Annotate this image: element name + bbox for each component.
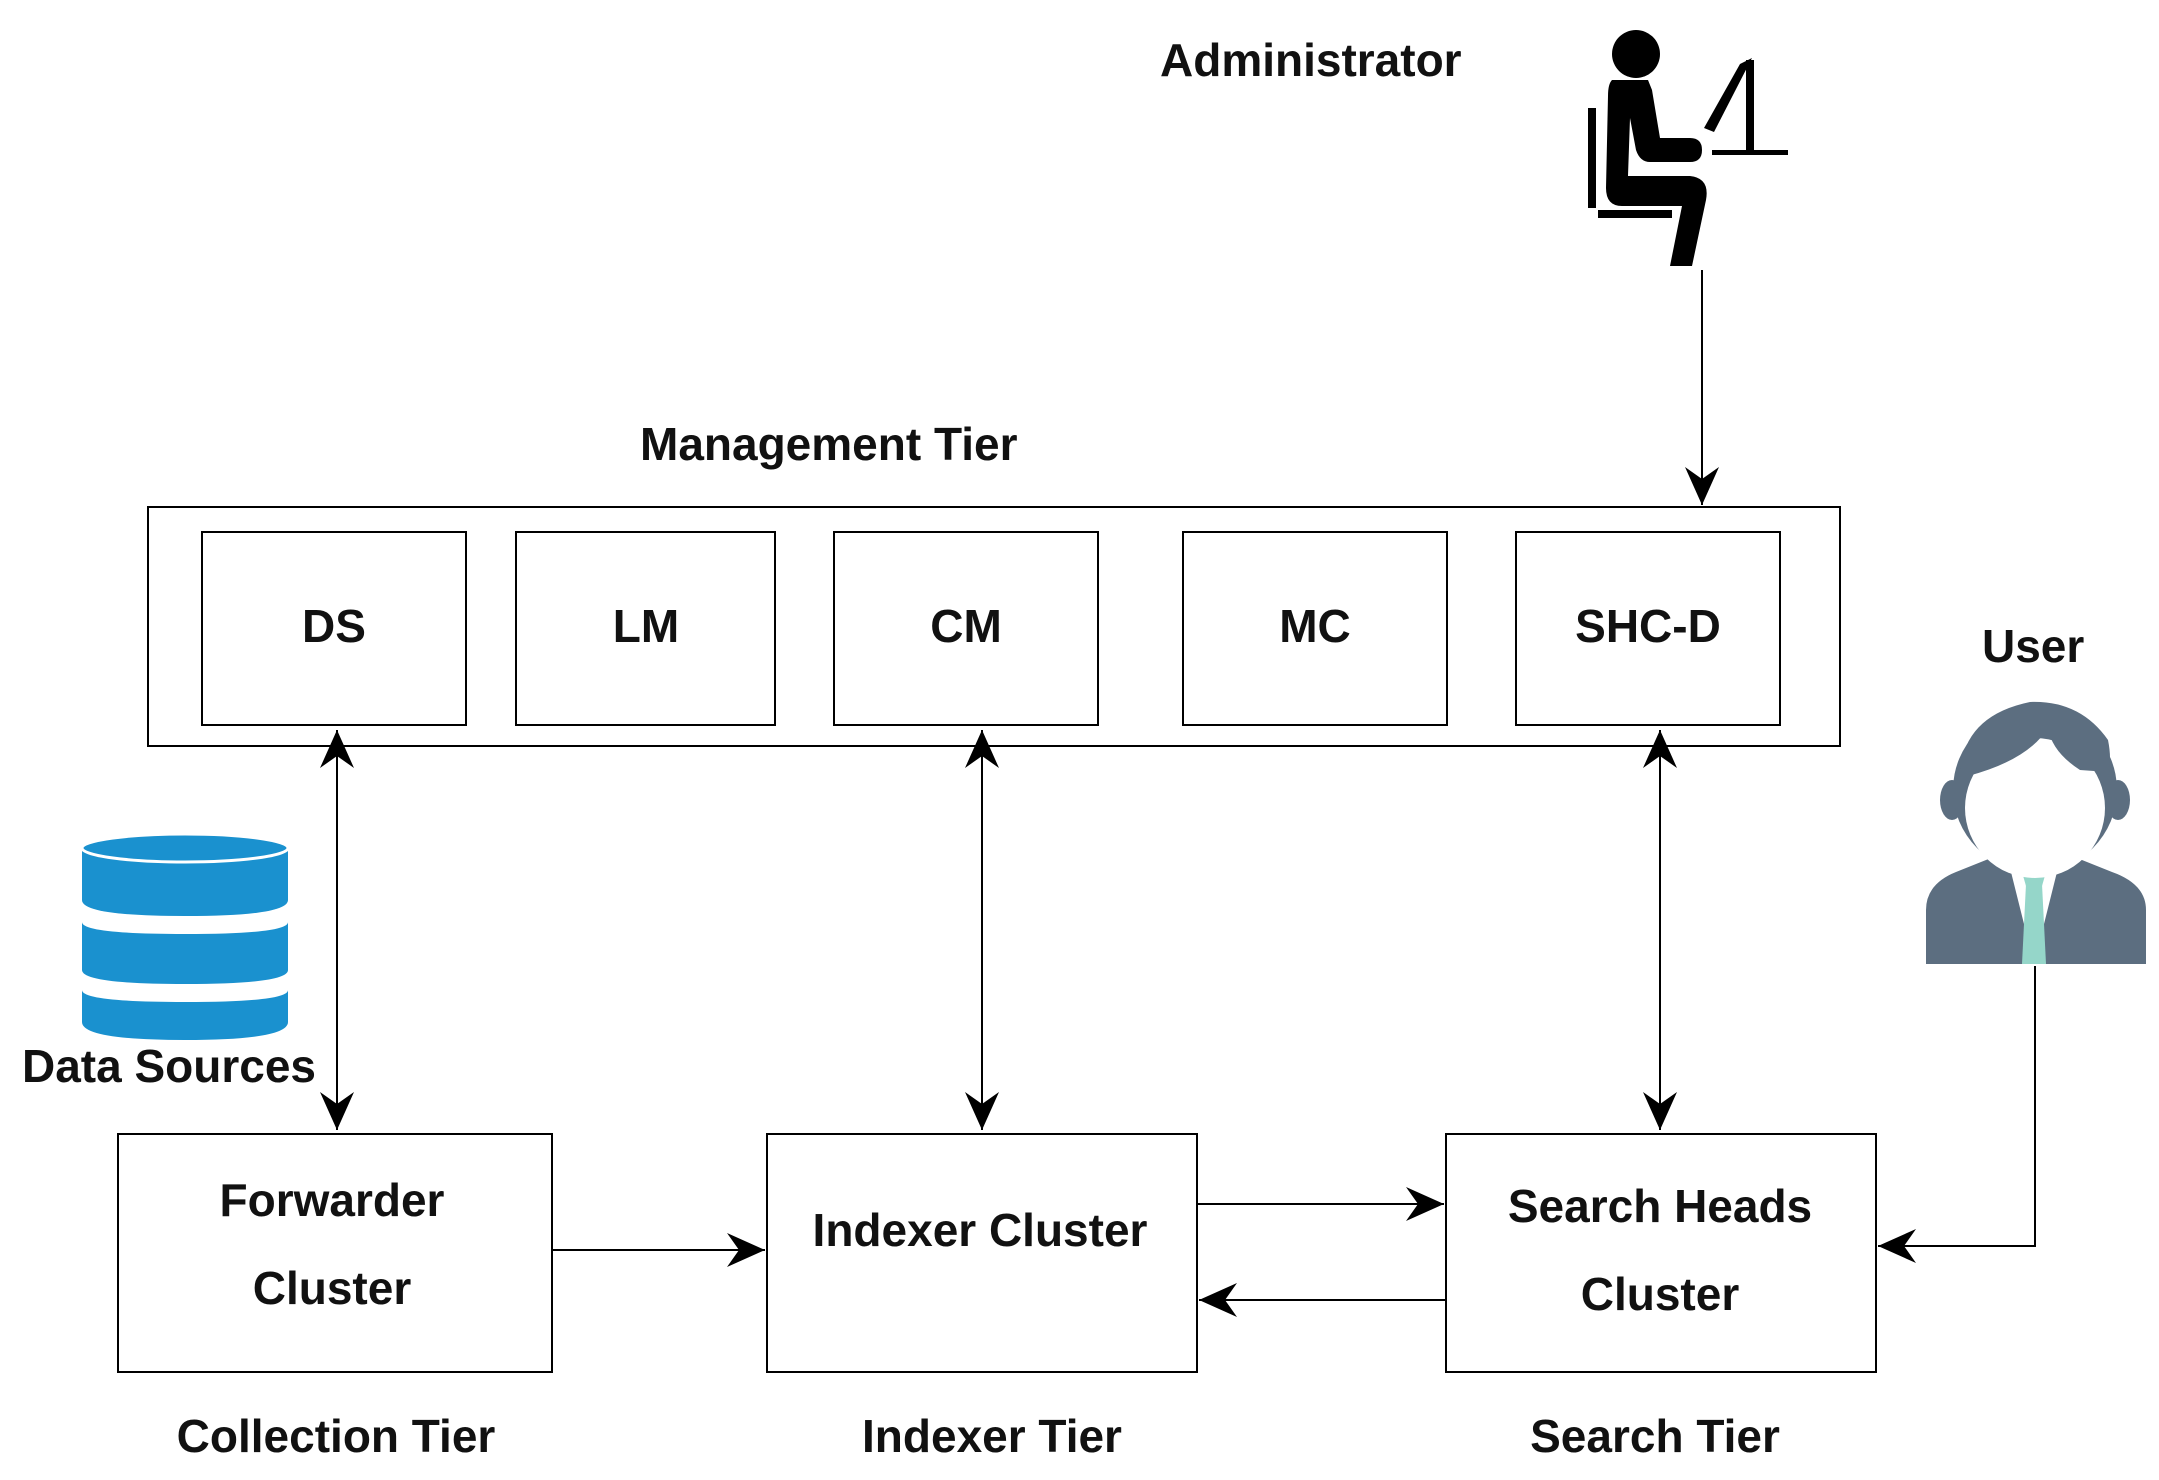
user-label: User	[1982, 620, 2084, 672]
user-icon	[1926, 701, 2146, 964]
forwarder-cluster-line-1: Forwarder	[220, 1174, 445, 1226]
forwarder-cluster-line-2: Cluster	[253, 1262, 412, 1314]
management-tier-label: Management Tier	[640, 418, 1018, 470]
search-heads-cluster-box: Search Heads Cluster	[1445, 1133, 1877, 1373]
management-component-mc: MC	[1182, 531, 1448, 726]
management-component-shc-d: SHC-D	[1515, 531, 1781, 726]
component-label: DS	[302, 600, 366, 652]
component-label: LM	[613, 600, 679, 652]
indexer-tier-label: Indexer Tier	[862, 1410, 1122, 1462]
search-heads-cluster-line-2: Cluster	[1581, 1268, 1740, 1320]
forwarder-cluster-box: Forwarder Cluster	[117, 1133, 553, 1373]
search-heads-cluster-line-1: Search Heads	[1508, 1180, 1812, 1232]
data-sources-label: Data Sources	[22, 1040, 316, 1092]
administrator-label: Administrator	[1160, 34, 1462, 86]
arrow-user-to-searchheads	[1878, 966, 2036, 1263]
indexer-cluster-label: Indexer Cluster	[813, 1204, 1148, 1256]
indexer-cluster-box: Indexer Cluster	[766, 1133, 1198, 1373]
management-component-cm: CM	[833, 531, 1099, 726]
component-label: MC	[1279, 600, 1351, 652]
collection-tier-label: Collection Tier	[177, 1410, 496, 1462]
component-label: SHC-D	[1575, 600, 1721, 652]
database-icon	[80, 832, 290, 1040]
management-component-lm: LM	[515, 531, 776, 726]
search-tier-label: Search Tier	[1530, 1410, 1780, 1462]
management-component-ds: DS	[201, 531, 467, 726]
component-label: CM	[930, 600, 1002, 652]
administrator-icon	[1588, 30, 1788, 266]
